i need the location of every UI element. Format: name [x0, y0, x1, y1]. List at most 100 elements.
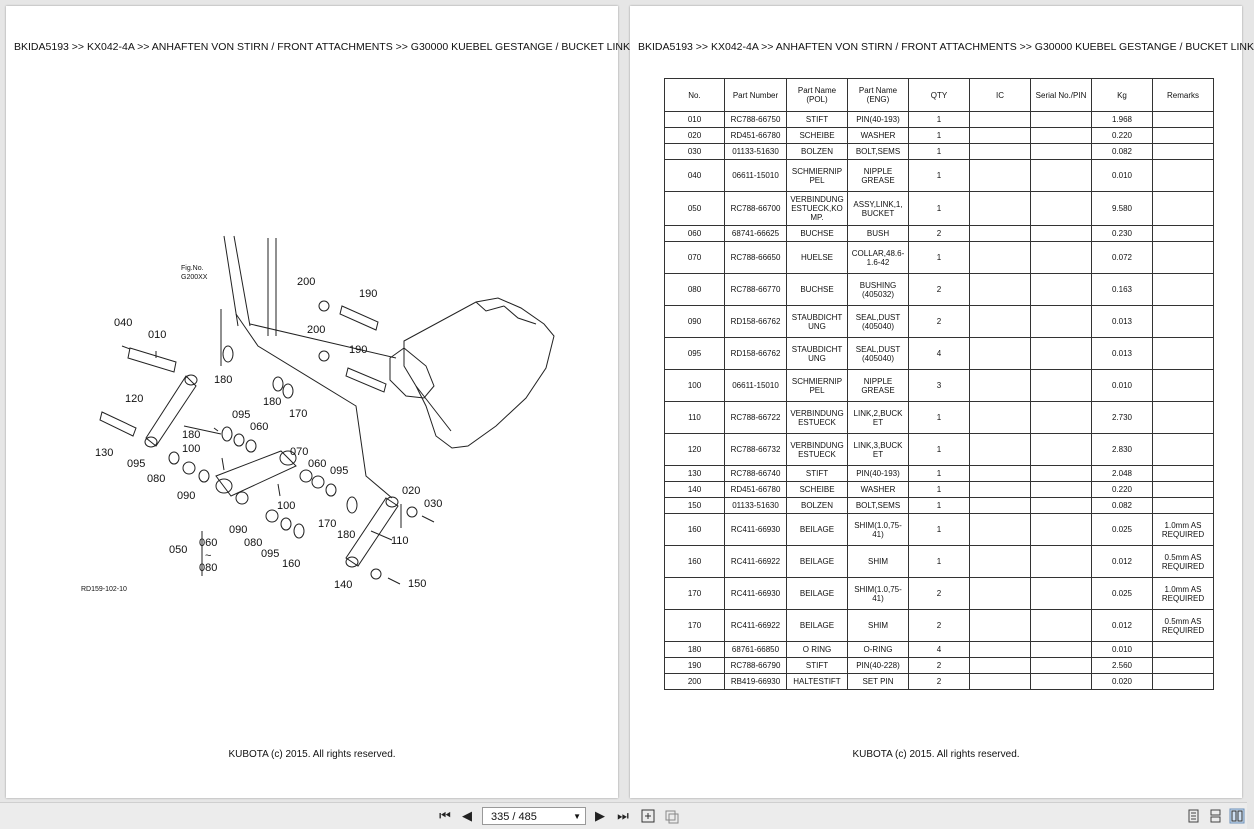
cell-remarks — [1152, 225, 1214, 242]
cell-part-name-eng: BUSH — [847, 225, 909, 242]
prev-page-icon[interactable]: ◀︎ — [462, 808, 472, 823]
cell-ic — [969, 401, 1031, 434]
cell-remarks — [1152, 433, 1214, 466]
cell-qty: 2 — [908, 273, 970, 306]
two-page-view-icon[interactable] — [1229, 808, 1245, 824]
fig-no-label: Fig.No. — [181, 265, 204, 272]
cell-part-number: RC411-66930 — [724, 513, 787, 546]
cell-serial — [1030, 657, 1092, 674]
cell-part-name-pol: SCHMIERNIP PEL — [786, 369, 848, 402]
cell-part-number: 01133-51630 — [724, 143, 787, 160]
cell-part-name-pol: STIFT — [786, 465, 848, 482]
cell-kg: 9.580 — [1091, 191, 1153, 226]
cell-part-name-pol: O RING — [786, 641, 848, 658]
cell-kg: 0.013 — [1091, 305, 1153, 338]
page-footer-left: KUBOTA (c) 2015. All rights reserved. — [228, 749, 396, 760]
table-header-row: No. Part Number Part Name (POL) Part Nam… — [664, 78, 1214, 112]
cell-part-name-pol: STAUBDICHT UNG — [786, 337, 848, 370]
cell-qty: 2 — [908, 305, 970, 338]
cell-part-name-eng: NIPPLE GREASE — [847, 369, 909, 402]
cell-part-number: RC788-66700 — [724, 191, 787, 226]
fit-width-icon[interactable] — [664, 808, 680, 826]
callout: 080 — [244, 537, 262, 549]
cell-part-name-pol: BOLZEN — [786, 143, 848, 160]
cell-ic — [969, 465, 1031, 482]
cell-serial — [1030, 159, 1092, 192]
cell-kg: 0.025 — [1091, 577, 1153, 610]
cell-serial — [1030, 481, 1092, 498]
cell-no: 160 — [664, 545, 725, 578]
cell-qty: 1 — [908, 143, 970, 160]
cell-part-name-pol: VERBINDUNG ESTUECK — [786, 433, 848, 466]
callout: 190 — [359, 288, 377, 300]
cell-part-number: RD158-66762 — [724, 337, 787, 370]
cell-remarks — [1152, 369, 1214, 402]
cell-part-name-eng: WASHER — [847, 481, 909, 498]
single-page-view-icon[interactable] — [1188, 809, 1199, 823]
cell-part-name-pol: SCHMIERNIP PEL — [786, 159, 848, 192]
cell-part-number: RB419-66930 — [724, 673, 787, 690]
cell-serial — [1030, 513, 1092, 546]
callout: 070 — [290, 446, 308, 458]
cell-ic — [969, 577, 1031, 610]
page-footer-right: KUBOTA (c) 2015. All rights reserved. — [852, 749, 1020, 760]
cell-qty: 2 — [908, 657, 970, 674]
cell-remarks — [1152, 191, 1214, 226]
cell-serial — [1030, 127, 1092, 144]
callout: 030 — [424, 498, 442, 510]
chevron-down-icon: ▼ — [573, 812, 581, 821]
cell-kg: 2.730 — [1091, 401, 1153, 434]
cell-serial — [1030, 609, 1092, 642]
last-page-icon[interactable]: ⏭︎ — [617, 808, 629, 823]
right-page: BKIDA5193 >> KX042-4A >> ANHAFTEN VON ST… — [630, 6, 1254, 798]
cell-part-number: RC788-66750 — [724, 111, 787, 128]
continuous-view-icon[interactable] — [1210, 809, 1221, 823]
callout: 095 — [261, 548, 279, 560]
cell-kg: 0.020 — [1091, 673, 1153, 690]
cell-ic — [969, 657, 1031, 674]
cell-no: 200 — [664, 673, 725, 690]
cell-kg: 0.012 — [1091, 609, 1153, 642]
cell-part-number: RC788-66722 — [724, 401, 787, 434]
first-page-icon[interactable]: ⏮︎ — [439, 808, 451, 823]
callout: 090 — [229, 524, 247, 536]
cell-serial — [1030, 191, 1092, 226]
page-indicator-select[interactable]: 335 / 485 ▼ — [482, 807, 586, 825]
cell-remarks — [1152, 657, 1214, 674]
cell-part-name-pol: STIFT — [786, 111, 848, 128]
cell-kg: 0.025 — [1091, 513, 1153, 546]
cell-kg: 0.230 — [1091, 225, 1153, 242]
callout: 170 — [289, 408, 307, 420]
cell-serial — [1030, 433, 1092, 466]
cell-ic — [969, 273, 1031, 306]
fit-page-icon[interactable] — [640, 808, 656, 826]
cell-part-number: 06611-15010 — [724, 369, 787, 402]
col-header-kg: Kg — [1091, 78, 1153, 112]
callout: 200 — [307, 324, 325, 336]
callout: 180 — [214, 374, 232, 386]
cell-kg: 0.012 — [1091, 545, 1153, 578]
callout: 060 — [308, 458, 326, 470]
cell-part-name-pol: SCHEIBE — [786, 127, 848, 144]
callout: 170 — [318, 518, 336, 530]
cell-part-name-pol: BUCHSE — [786, 273, 848, 306]
cell-ic — [969, 337, 1031, 370]
cell-remarks: 1.0mm AS REQUIRED — [1152, 577, 1214, 610]
cell-serial — [1030, 673, 1092, 690]
cell-part-number: RC788-66650 — [724, 241, 787, 274]
page-header-right: BKIDA5193 >> KX042-4A >> ANHAFTEN VON ST… — [638, 41, 1254, 53]
next-page-icon[interactable]: ▶︎ — [595, 808, 605, 823]
cell-part-name-eng: LINK,2,BUCK ET — [847, 401, 909, 434]
cell-part-name-pol: STIFT — [786, 657, 848, 674]
cell-no: 060 — [664, 225, 725, 242]
cell-part-name-eng: PIN(40-193) — [847, 465, 909, 482]
cell-qty: 2 — [908, 225, 970, 242]
cell-ic — [969, 673, 1031, 690]
